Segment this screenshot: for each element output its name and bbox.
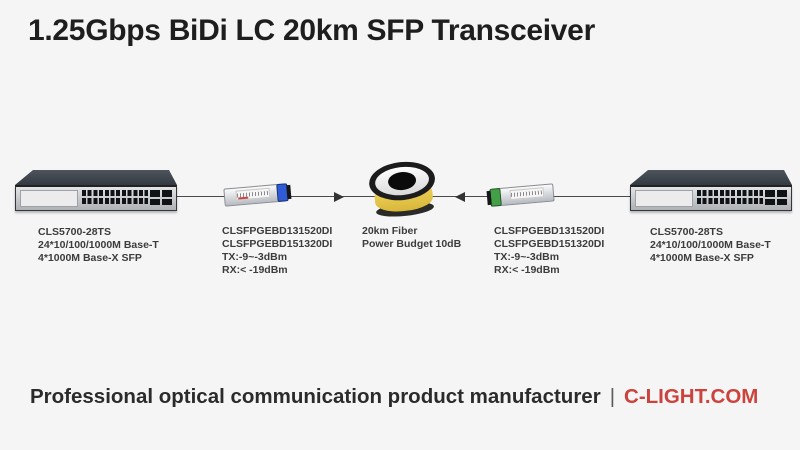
- switch-top-panel: [630, 170, 792, 185]
- sfp-port: [777, 190, 787, 197]
- page-title: 1.25Gbps BiDi LC 20km SFP Transceiver: [28, 14, 595, 47]
- port-row: [697, 198, 763, 204]
- caption-line: Power Budget 10dB: [362, 238, 462, 250]
- sfp-port: [765, 190, 775, 197]
- caption-line: RX:< -19dBm: [494, 264, 560, 276]
- caption-line: RX:< -19dBm: [222, 264, 288, 276]
- footer-separator: |: [609, 385, 616, 408]
- footer-tagline: Professional optical communication produ…: [30, 385, 758, 409]
- sfp-port: [765, 198, 775, 205]
- switch-top-panel: [15, 170, 177, 185]
- caption-line: CLS5700-28TS: [650, 226, 723, 238]
- sfp-port: [162, 198, 172, 205]
- left-switch-icon: [15, 170, 177, 212]
- switch-sfp-cage: [765, 190, 787, 205]
- fiber-caption: 20km Fiber Power Budget 10dB: [362, 225, 461, 251]
- sfp-port: [162, 190, 172, 197]
- left-sfp-module-icon: [223, 183, 292, 207]
- caption-line: 4*1000M Base-X SFP: [38, 252, 142, 264]
- sfp-port: [777, 198, 787, 205]
- switch-rj45-ports: [697, 190, 763, 206]
- arrow-left-icon: [455, 192, 465, 202]
- switch-front-panel: [15, 185, 177, 211]
- sfp-latch-cap: [286, 184, 292, 200]
- switch-front-panel: [630, 185, 792, 211]
- port-row: [82, 198, 148, 204]
- fiber-spool-icon: [363, 157, 443, 222]
- arrow-right-icon: [334, 192, 344, 202]
- right-sfp-module-icon: [486, 183, 555, 207]
- switch-sfp-cage: [150, 190, 172, 205]
- port-row: [697, 190, 763, 196]
- caption-line: 20km Fiber: [362, 225, 418, 237]
- caption-line: TX:-9~-3dBm: [222, 251, 288, 263]
- sfp-port: [150, 198, 160, 205]
- footer-text: Professional optical communication produ…: [30, 385, 601, 408]
- caption-line: 24*10/100/1000M Base-T: [650, 239, 771, 251]
- switch-blank-panel: [635, 190, 693, 207]
- right-switch-caption: CLS5700-28TS 24*10/100/1000M Base-T 4*10…: [650, 226, 771, 265]
- caption-line: CLSFPGEBD131520DI: [222, 225, 333, 237]
- left-switch-caption: CLS5700-28TS 24*10/100/1000M Base-T 4*10…: [38, 226, 159, 265]
- sfp-port: [150, 190, 160, 197]
- caption-line: 24*10/100/1000M Base-T: [38, 239, 159, 251]
- caption-line: CLSFPGEBD151320DI: [222, 238, 333, 250]
- switch-rj45-ports: [82, 190, 148, 206]
- brand-name: C-LIGHT.COM: [624, 385, 759, 408]
- right-switch-icon: [630, 170, 792, 212]
- caption-line: 4*1000M Base-X SFP: [650, 252, 754, 264]
- left-sfp-caption: CLSFPGEBD131520DI CLSFPGEBD151320DI TX:-…: [222, 225, 332, 277]
- caption-line: TX:-9~-3dBm: [494, 251, 560, 263]
- right-sfp-caption: CLSFPGEBD131520DI CLSFPGEBD151320DI TX:-…: [494, 225, 604, 277]
- switch-blank-panel: [20, 190, 78, 207]
- caption-line: CLSFPGEBD131520DI: [494, 225, 605, 237]
- caption-line: CLSFPGEBD151320DI: [494, 238, 605, 250]
- caption-line: CLS5700-28TS: [38, 226, 111, 238]
- port-row: [82, 190, 148, 196]
